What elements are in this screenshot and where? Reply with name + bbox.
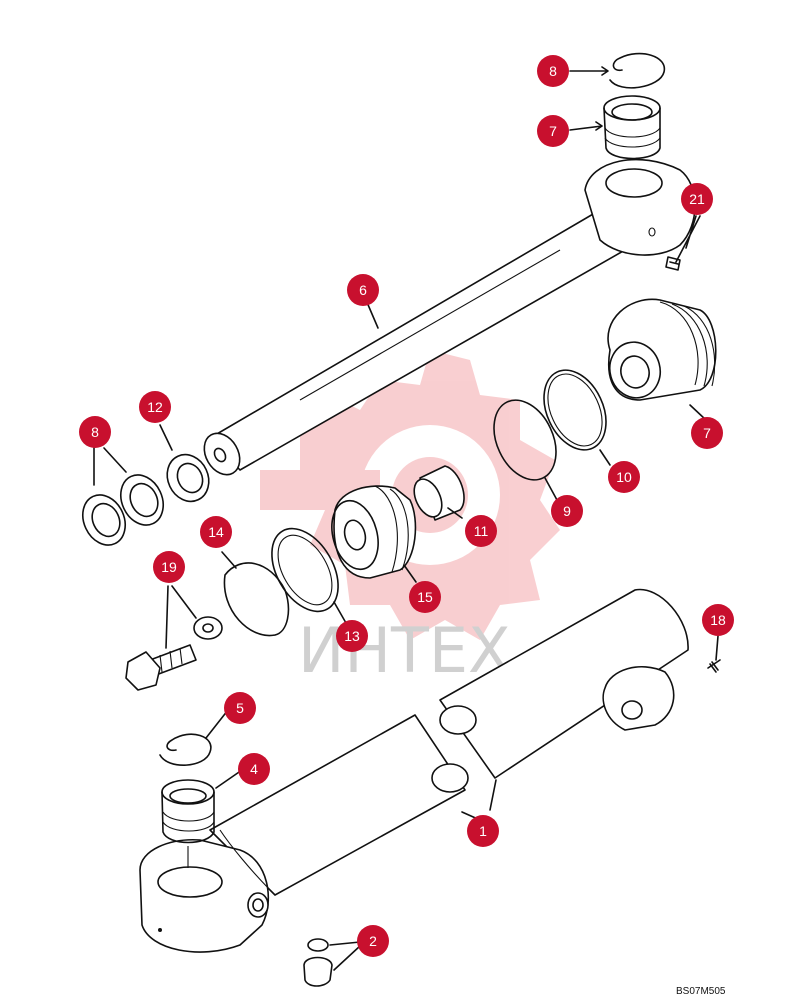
part-21-grease-fitting: [665, 256, 681, 271]
svg-text:7: 7: [703, 425, 711, 441]
callout-13: 11: [465, 515, 497, 547]
callout-14: 12: [139, 391, 171, 423]
part-8-snap-ring: [609, 52, 666, 89]
figure-code: BS07M505: [676, 986, 726, 997]
callout-21: 21: [681, 183, 713, 215]
callout-15: 13: [336, 620, 368, 652]
part-7-bushing: [603, 95, 661, 160]
callout-18: 18: [702, 604, 734, 636]
callouts: 8 7 21 6 7 10 9 11 15 13 12 8 14 19 5 4 …: [79, 55, 734, 957]
callout-1: 1: [467, 815, 499, 847]
part-13-spacer: [413, 465, 465, 521]
svg-text:9: 9: [563, 503, 571, 519]
part-19-bolt-washer: [125, 616, 223, 691]
part-6-piston-rod: [203, 158, 696, 476]
svg-text:12: 12: [147, 399, 163, 415]
svg-text:13: 13: [344, 628, 360, 644]
svg-text:1: 1: [479, 823, 487, 839]
part-18-screw: [707, 659, 721, 673]
callout-16: 14: [200, 516, 232, 548]
callout-11: 9: [551, 495, 583, 527]
callout-6: 6: [347, 274, 379, 306]
part-12-o-ring: [543, 369, 607, 451]
svg-text:15: 15: [417, 589, 433, 605]
svg-text:11: 11: [474, 523, 489, 539]
svg-text:10: 10: [616, 469, 632, 485]
callout-5: 5: [224, 692, 256, 724]
svg-text:19: 19: [161, 559, 177, 575]
part-1-barrel: [139, 588, 689, 953]
part-11-backup-ring: [493, 399, 557, 481]
watermark-text: ИНТЕХ: [298, 614, 511, 687]
callout-8: 8: [537, 55, 569, 87]
svg-text:21: 21: [689, 191, 705, 207]
callout-12: 10: [608, 461, 640, 493]
svg-text:14: 14: [208, 524, 224, 540]
svg-text:2: 2: [369, 933, 377, 949]
callout-17: 15: [409, 581, 441, 613]
part-5-snap-ring: [159, 733, 212, 766]
callout-9: 7: [691, 417, 723, 449]
part-16-seal-ring: [223, 562, 290, 637]
part-4-bushing: [161, 779, 215, 844]
svg-text:7: 7: [549, 123, 557, 139]
callout-10: 8: [79, 416, 111, 448]
svg-text:8: 8: [91, 424, 99, 440]
callout-2: 2: [357, 925, 389, 957]
callout-19: 19: [153, 551, 185, 583]
svg-text:8: 8: [549, 63, 557, 79]
callout-4: 4: [238, 753, 270, 785]
part-2-plug: [303, 938, 333, 987]
part-10-seals: [82, 474, 164, 546]
part-17-piston: [331, 485, 417, 579]
svg-text:6: 6: [359, 282, 367, 298]
part-9-gland: [607, 298, 717, 401]
part-14-wiper: [166, 453, 210, 503]
svg-text:18: 18: [710, 612, 726, 628]
callout-7: 7: [537, 115, 569, 147]
svg-text:5: 5: [236, 700, 244, 716]
svg-text:4: 4: [250, 761, 258, 777]
